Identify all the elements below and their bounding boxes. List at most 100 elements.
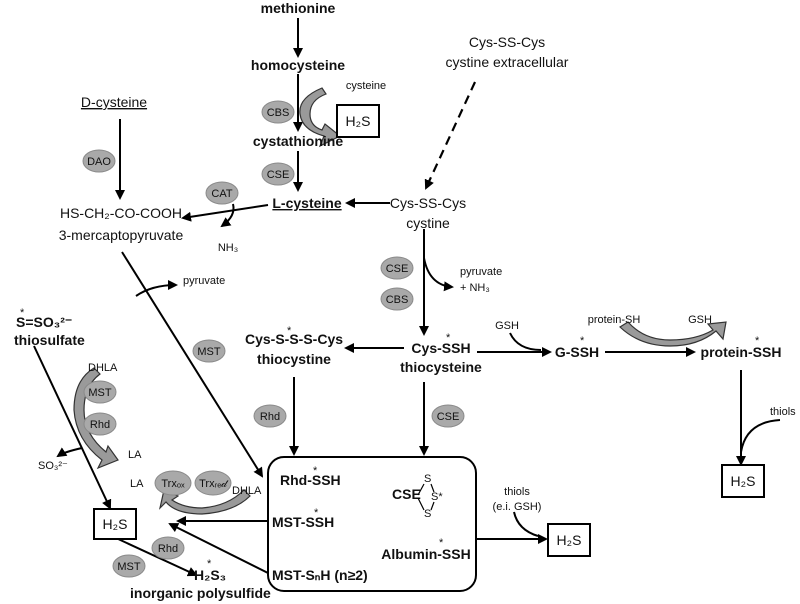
label-cys-ssh: Cys-SSH: [411, 340, 470, 356]
svg-text:CBS: CBS: [267, 107, 290, 119]
arrow-h2s-h2s3: [115, 537, 198, 577]
cysssh-marker: *: [446, 332, 451, 344]
label-thiosulfate: thiosulfate: [14, 332, 85, 348]
label-thiocysteine: thiocysteine: [400, 359, 482, 375]
label-cysteine-small: cysteine: [346, 80, 386, 92]
label-eg-gsh: (e.i. GSH): [493, 501, 542, 513]
arrows: [33, 18, 746, 577]
thiocystine-marker: *: [287, 325, 292, 337]
h2s3-marker: *: [207, 558, 212, 570]
label-inorganic-polysulfide: inorganic polysulfide: [130, 585, 271, 601]
label-thiocystine-formula: Cys-S-S-S-Cys: [245, 331, 343, 347]
arrow-mercaptopyruvate-rhdbox: [121, 251, 264, 478]
ring-s2: S*: [431, 491, 443, 503]
curved-arrow-cysteine: [299, 87, 342, 148]
svg-text:MST: MST: [197, 346, 221, 358]
label-methionine: methionine: [261, 0, 336, 16]
thiosulfate-marker: *: [20, 307, 25, 319]
svg-text:MST: MST: [117, 561, 141, 573]
enzyme-trx-red: Trxᵣₑ𝒹: [194, 470, 232, 496]
label-homocysteine: homocysteine: [251, 57, 345, 73]
enzyme-dao: DAO: [82, 149, 116, 173]
mstssh-marker: *: [314, 507, 319, 519]
h2s-box-4: [547, 523, 591, 557]
svg-text:Rhd: Rhd: [260, 411, 280, 423]
ring-s3: S: [424, 508, 431, 520]
persulfide-group-box: [267, 456, 477, 592]
label-la-1: LA: [128, 449, 142, 461]
label-protein-sh: protein-SH: [588, 314, 641, 326]
label-h2s3: H₂S₃: [194, 567, 226, 583]
enzyme-cse-3: CSE: [431, 404, 465, 428]
label-protein-ssh: protein-SSH: [701, 344, 782, 360]
label-cse-ring: CSE: [392, 486, 421, 502]
h2s-box-1: [336, 104, 380, 138]
h2s-label-4: H₂S: [557, 532, 582, 548]
gssh-marker: *: [580, 335, 585, 347]
curve-so3: [56, 447, 83, 458]
label-nh3-1: NH₃: [218, 242, 238, 254]
label-gsh-2: GSH: [688, 314, 712, 326]
svg-text:CBS: CBS: [386, 294, 409, 306]
svg-text:DAO: DAO: [87, 156, 111, 168]
label-thiocystine: thiocystine: [257, 351, 331, 367]
label-gsh-1: GSH: [495, 320, 519, 332]
svg-text:CSE: CSE: [437, 411, 460, 423]
enzyme-cbs-1: CBS: [261, 100, 295, 124]
label-mst-snh: MST-SₙH (n≥2): [272, 567, 368, 583]
svg-text:CAT: CAT: [211, 188, 232, 200]
label-l-cysteine: L-cysteine: [272, 195, 341, 211]
arrow-lcysteine-mercaptopyruvate: [181, 204, 269, 222]
enzyme-cse-1: CSE: [261, 162, 295, 186]
enzymes: CBS CSE DAO CAT CSE CBS MST MST Rhd Trxₒ…: [82, 100, 465, 578]
label-la-2: LA: [130, 478, 144, 490]
label-mst-ssh: MST-SSH: [272, 514, 334, 530]
svg-text:CSE: CSE: [386, 263, 409, 275]
label-cysss-top: Cys-SS-Cys: [469, 34, 545, 50]
label-pyruvate-2: pyruvate: [460, 266, 502, 278]
label-cystathionine: cystathionine: [253, 133, 343, 149]
curved-arrow-protein: [619, 321, 727, 347]
h2s-box-3: [93, 508, 137, 540]
enzyme-rhd-2: Rhd: [253, 404, 287, 428]
curve-gsh-in: [509, 332, 542, 351]
svg-text:MST: MST: [88, 387, 112, 399]
label-thiols-1: thiols: [770, 406, 796, 418]
label-hs-ch2: HS-CH₂-CO-COOH: [60, 205, 182, 221]
albuminssh-marker: *: [439, 537, 444, 549]
label-so3: SO₃²⁻: [38, 460, 68, 472]
label-g-ssh: G-SSH: [555, 344, 599, 360]
boxes: [93, 104, 765, 592]
h2s-box-2: [721, 464, 765, 498]
enzyme-mst-1: MST: [192, 339, 226, 363]
enzyme-mst-3: MST: [112, 554, 146, 578]
label-nh3-2: + NH₃: [460, 282, 490, 294]
label-albumin-ssh: Albumin-SSH: [381, 546, 470, 562]
enzyme-cat: CAT: [205, 181, 239, 205]
label-thiols-2: thiols: [504, 486, 530, 498]
enzyme-mst-2: MST: [83, 380, 117, 404]
label-thiosulfate-formula: S=SO₃²⁻: [16, 314, 72, 330]
svg-text:Trxᵣₑ𝒹: Trxᵣₑ𝒹: [199, 478, 229, 490]
label-mercaptopyruvate: 3-mercaptopyruvate: [59, 227, 184, 243]
arrow-mstsnh-h2s: [168, 523, 271, 575]
label-cystine: cystine: [406, 215, 450, 231]
svg-text:Rhd: Rhd: [158, 543, 178, 555]
h2s-label-3: H₂S: [103, 516, 128, 532]
label-cysss-mid: Cys-SS-Cys: [390, 195, 466, 211]
enzyme-cbs-2: CBS: [380, 287, 414, 311]
label-dhla-2: DHLA: [232, 485, 262, 497]
label-dhla-1: DHLA: [88, 362, 118, 374]
curve-pyruvate-1: [135, 280, 178, 297]
h2s-label-2: H₂S: [731, 473, 756, 489]
curve-thiols-2: [513, 511, 539, 537]
curve-thiols-1: [740, 419, 781, 453]
enzyme-rhd-1: Rhd: [83, 412, 117, 436]
arrow-extracellular-cystine: [424, 81, 476, 190]
enzyme-rhd-3: Rhd: [151, 536, 185, 560]
arrow-thiosulfate-h2s: [33, 345, 112, 510]
label-pyruvate-1: pyruvate: [183, 275, 225, 287]
label-d-cysteine: D-cysteine: [81, 94, 147, 110]
h2s-label-1: H₂S: [346, 113, 371, 129]
